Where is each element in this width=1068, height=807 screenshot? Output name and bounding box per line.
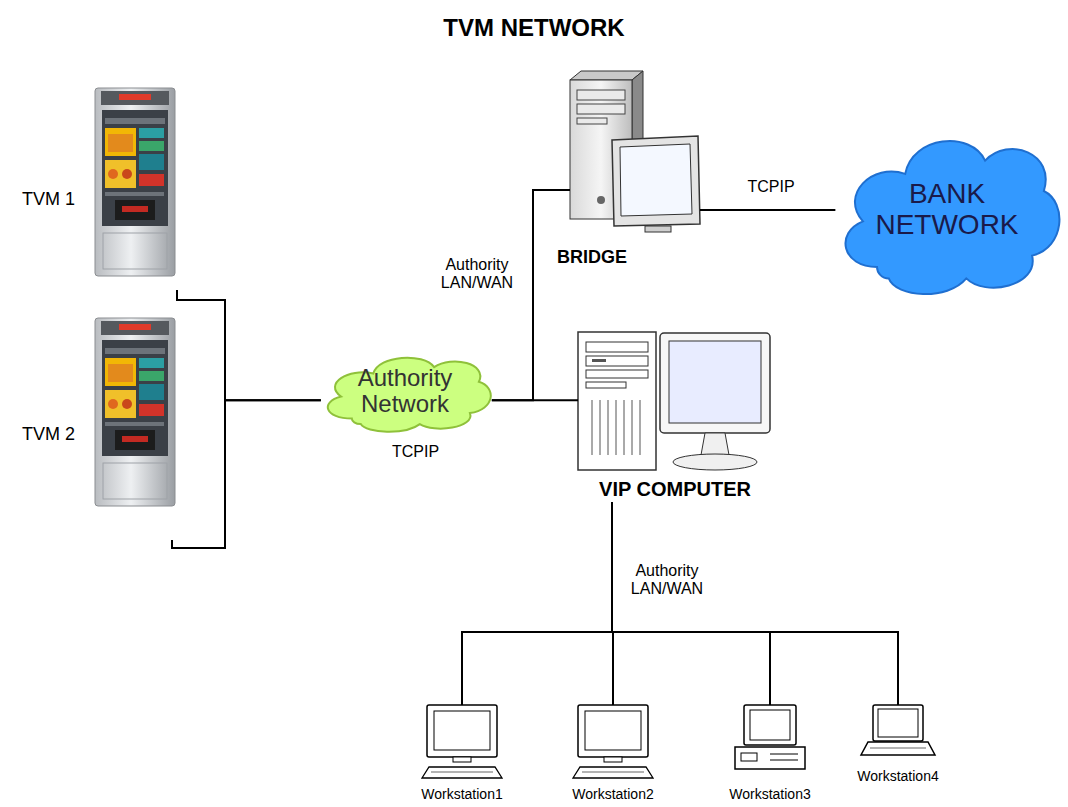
device-label: Workstation3 (720, 787, 820, 802)
bridge-computer (597, 196, 605, 204)
device-node: Workstation1 (412, 703, 512, 803)
network-link (612, 502, 770, 705)
workstation-icon (744, 705, 796, 745)
device-label: VIP COMPUTER (575, 478, 775, 500)
device-node: TVM 1 (22, 88, 177, 290)
device-label: BRIDGE (557, 248, 627, 268)
vip-computer (608, 400, 609, 455)
network-link (700, 209, 835, 211)
device-label: Workstation1 (412, 787, 512, 802)
network-name: BANK NETWORK (874, 179, 1020, 241)
workstation-icon (735, 747, 805, 769)
device-label: TVM 2 (22, 425, 75, 445)
vip-computer (592, 400, 640, 455)
vip-computer (600, 400, 601, 455)
device-node: Workstation2 (563, 703, 663, 803)
workstation-icon (573, 705, 653, 778)
vip-computer (669, 341, 761, 423)
cloud-text-area: Authority Network (316, 345, 495, 437)
bridge-computer (577, 104, 625, 114)
vip-computer (592, 400, 593, 455)
workstation-icon (770, 760, 798, 761)
cloud-outline (327, 358, 490, 432)
network-cloud: Authority Network (316, 345, 495, 437)
network-link (177, 290, 321, 400)
laptop-icon (878, 709, 918, 737)
laptop-icon (861, 705, 935, 755)
network-link (172, 400, 321, 548)
device-label: Workstation4 (848, 769, 948, 784)
vip-computer (592, 359, 606, 362)
bridge-computer (577, 118, 607, 124)
device-label: Workstation2 (563, 787, 663, 802)
workstation-icon (741, 753, 757, 761)
workstation-icon (573, 705, 653, 778)
vip-computer (586, 370, 648, 378)
tvm-machine (95, 88, 175, 276)
device-label: TVM 1 (22, 190, 75, 210)
bridge-computer (570, 71, 700, 232)
network-link (492, 190, 570, 400)
network-link (612, 502, 898, 705)
vip-computer (578, 332, 770, 470)
tvm-machine (95, 88, 175, 276)
link-label: Authority LAN/WAN (428, 256, 526, 293)
vip-computer (624, 400, 625, 455)
device-node: Workstation3 (720, 703, 820, 803)
tvm-machine (95, 318, 175, 506)
network-cloud: BANK NETWORK (830, 115, 1065, 305)
workstation-icon (770, 754, 798, 755)
laptop-icon (873, 705, 923, 741)
vip-computer (640, 400, 641, 455)
device-node: BRIDGE (567, 68, 703, 272)
workstation-icon (422, 705, 502, 778)
cloud-outline (845, 141, 1059, 294)
bridge-computer (577, 90, 625, 100)
vip-computer (632, 400, 633, 455)
tvm-machine (95, 318, 175, 506)
device-node: TVM 2 (22, 318, 172, 540)
bridge-computer (620, 144, 692, 216)
vip-computer (616, 400, 617, 455)
cloud-text-area: BANK NETWORK (830, 115, 1065, 305)
network-link (462, 502, 612, 705)
protocol-label: TCPIP (392, 443, 439, 461)
vip-computer (660, 333, 770, 433)
bridge-computer (570, 71, 643, 80)
device-node: Workstation4 (848, 703, 948, 787)
vip-computer (673, 454, 757, 470)
laptop-icon (870, 748, 926, 749)
workstation-icon (735, 705, 805, 769)
device-node: VIP COMPUTER (575, 326, 775, 502)
bridge-computer (612, 136, 700, 226)
laptop-icon (861, 742, 935, 755)
link-label: TCPIP (736, 178, 806, 196)
vip-computer (586, 382, 626, 388)
link-label: Authority LAN/WAN (618, 562, 716, 599)
vip-computer (701, 433, 729, 455)
network-name: Authority Network (350, 365, 461, 418)
workstation-icon (750, 710, 790, 740)
vip-computer (586, 356, 648, 366)
workstation-icon (422, 705, 502, 778)
diagram-title: TVM NETWORK (0, 14, 1068, 42)
bridge-computer (645, 226, 671, 232)
vip-computer (578, 332, 656, 470)
vip-computer (586, 342, 648, 352)
